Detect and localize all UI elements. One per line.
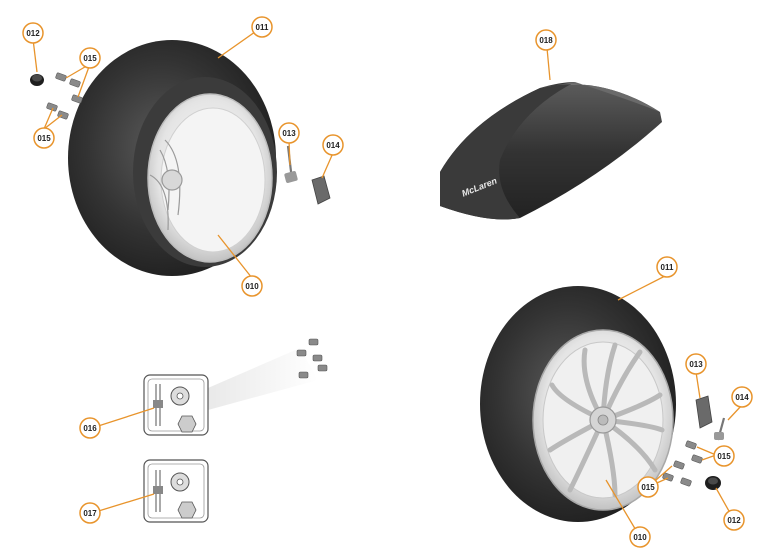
callout-014-top[interactable]: 014 (322, 134, 344, 156)
callout-011-bottom[interactable]: 011 (656, 256, 678, 278)
svg-text:015: 015 (37, 134, 51, 143)
callouts: 011 012 015 015 013 014 010 018 (22, 16, 753, 548)
callout-010-bottom[interactable]: 010 (629, 526, 651, 548)
tyre-warmer-blanket: McLaren (440, 82, 662, 220)
leader-lines (32, 26, 743, 538)
callout-010-top[interactable]: 010 (241, 275, 263, 297)
valve-stem-bottom (714, 417, 726, 441)
tpms-sensor-top (311, 175, 331, 205)
svg-text:014: 014 (326, 141, 340, 150)
callout-014-bottom[interactable]: 014 (731, 386, 753, 408)
callout-011-top[interactable]: 011 (251, 16, 273, 38)
rim-hub-top (149, 139, 183, 231)
svg-text:015: 015 (83, 54, 97, 63)
svg-text:015: 015 (717, 452, 731, 461)
rim-inner-top (160, 107, 266, 253)
callout-015-bottom-b[interactable]: 015 (637, 476, 659, 498)
callout-018[interactable]: 018 (535, 29, 557, 51)
svg-text:014: 014 (735, 393, 749, 402)
wheel-nut-top (30, 74, 44, 86)
svg-text:015: 015 (641, 483, 655, 492)
svg-text:016: 016 (83, 424, 97, 433)
callout-017[interactable]: 017 (79, 502, 101, 524)
kit-box-016 (143, 374, 209, 436)
svg-text:011: 011 (661, 263, 674, 272)
svg-text:011: 011 (256, 23, 269, 32)
callout-015-top-a[interactable]: 015 (79, 47, 101, 69)
callout-015-top-b[interactable]: 015 (33, 127, 55, 149)
callout-015-bottom-a[interactable]: 015 (713, 445, 735, 467)
svg-text:012: 012 (727, 516, 741, 525)
callout-012-top[interactable]: 012 (22, 22, 44, 44)
svg-text:010: 010 (245, 282, 259, 291)
bolt-group-kit (296, 338, 328, 379)
bolt-group-bottom (662, 440, 703, 487)
callout-013-bottom[interactable]: 013 (685, 353, 707, 375)
svg-text:013: 013 (689, 360, 703, 369)
wheel-assembly-top (68, 40, 277, 276)
callout-016[interactable]: 016 (79, 417, 101, 439)
svg-text:013: 013 (282, 129, 296, 138)
svg-text:017: 017 (83, 509, 97, 518)
tpms-sensor-bottom (695, 395, 713, 429)
callout-013-top[interactable]: 013 (278, 122, 300, 144)
wheel-nut-bottom (705, 476, 721, 490)
svg-text:018: 018 (539, 36, 553, 45)
valve-stem-top (284, 145, 298, 183)
svg-text:010: 010 (633, 533, 647, 542)
light-beam (208, 348, 318, 410)
callout-012-bottom[interactable]: 012 (723, 509, 745, 531)
svg-text:012: 012 (26, 29, 40, 38)
wheel-assembly-bottom (480, 286, 676, 522)
kit-box-017 (143, 459, 209, 523)
